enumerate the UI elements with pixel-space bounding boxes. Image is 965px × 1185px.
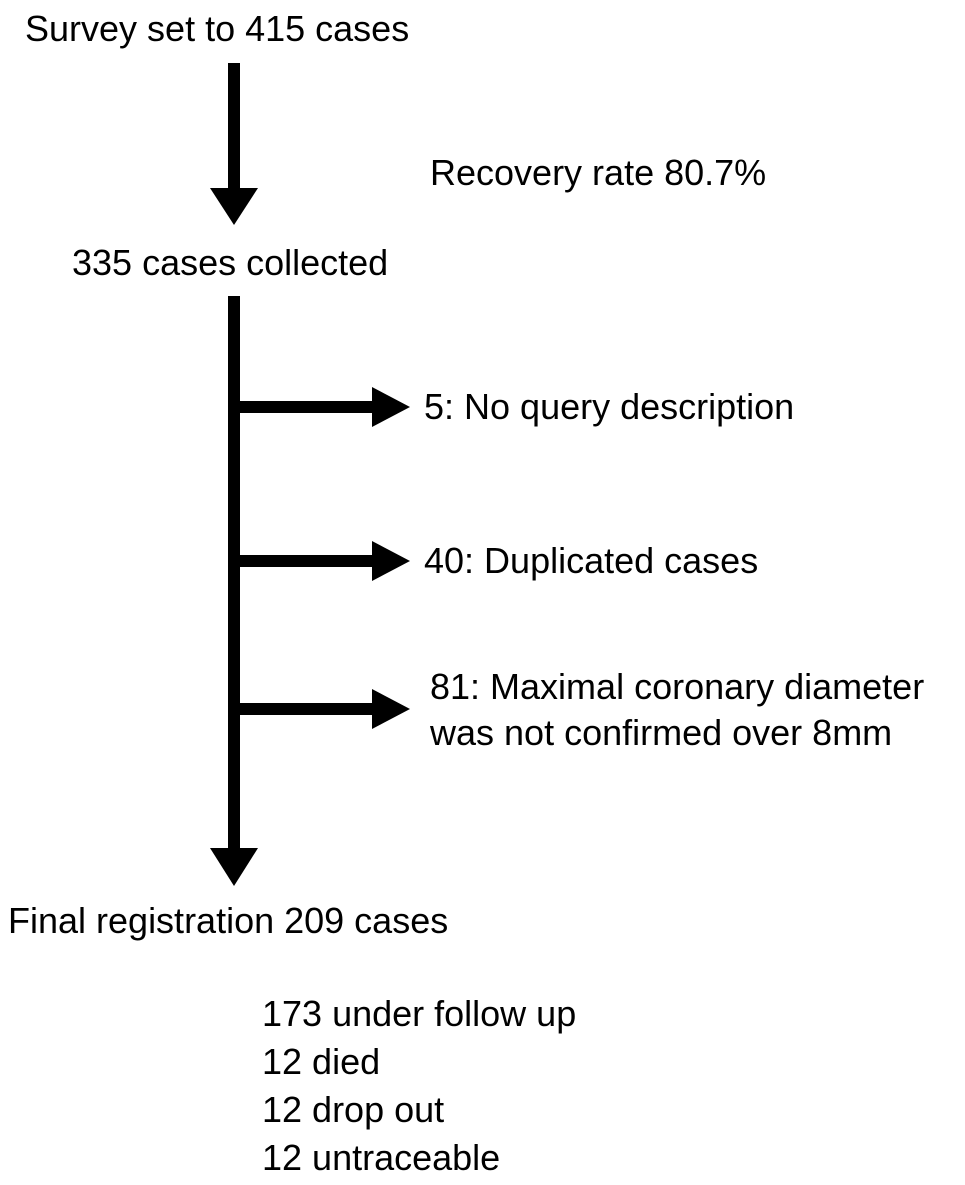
arrow-head-exclusion-3 — [372, 689, 410, 729]
outcome-item: 12 untraceable — [262, 1137, 501, 1178]
arrow-shaft-exclusion-2 — [234, 555, 376, 567]
arrow-shaft-exclusion-3 — [234, 703, 376, 715]
arrow-head-collected-to-final — [210, 848, 258, 886]
recovery-rate-label: Recovery rate 80.7% — [430, 152, 767, 193]
exclusion-2-label: 40: Duplicated cases — [424, 540, 759, 581]
arrow-shaft-exclusion-1 — [234, 401, 376, 413]
start-label: Survey set to 415 cases — [25, 8, 410, 49]
exclusion-3-line-2: was not confirmed over 8mm — [430, 712, 893, 753]
exclusion-1-label: 5: No query description — [424, 386, 795, 427]
arrow-shaft-collected-to-final — [228, 296, 240, 852]
collected-label: 335 cases collected — [72, 242, 389, 283]
final-registration-label: Final registration 209 cases — [8, 900, 449, 941]
arrow-head-survey-to-collected — [210, 188, 258, 225]
outcome-list: 173 under follow up 12 died 12 drop out … — [262, 990, 576, 1182]
exclusion-3-line-1: 81: Maximal coronary diameter — [430, 666, 925, 707]
arrow-shaft-survey-to-collected — [228, 63, 240, 193]
outcome-item: 173 under follow up — [262, 993, 577, 1034]
outcome-item: 12 died — [262, 1041, 381, 1082]
arrow-head-exclusion-2 — [372, 541, 410, 581]
arrow-head-exclusion-1 — [372, 387, 410, 427]
exclusion-3-label: 81: Maximal coronary diameter was not co… — [430, 664, 924, 756]
outcome-item: 12 drop out — [262, 1089, 445, 1130]
